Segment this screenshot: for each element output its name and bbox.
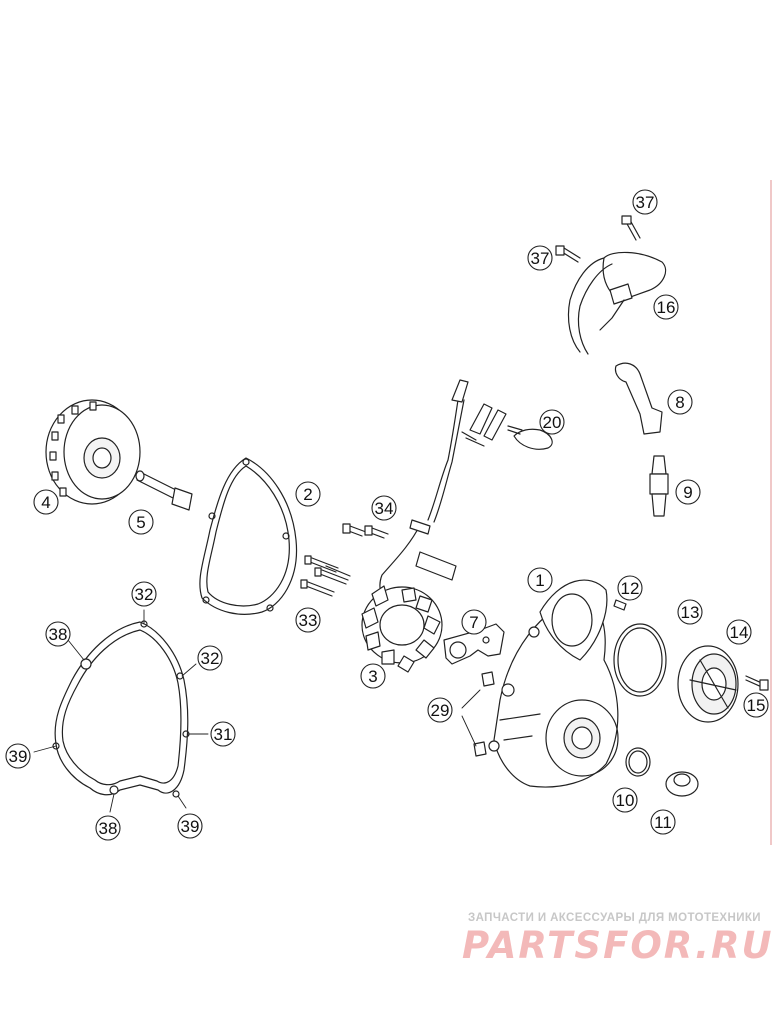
cover-screw xyxy=(745,675,769,691)
callout-2: 2 xyxy=(303,485,312,504)
flywheel-rotor xyxy=(45,399,141,505)
o-ring xyxy=(625,747,651,777)
callout-20: 20 xyxy=(543,413,562,432)
callout-12: 12 xyxy=(621,579,640,598)
callout-9: 9 xyxy=(683,483,692,502)
callout-29: 29 xyxy=(431,701,450,720)
callout-37-top: 37 xyxy=(636,193,655,212)
callout-34: 34 xyxy=(375,499,394,518)
cable-tie xyxy=(507,425,553,450)
callout-8: 8 xyxy=(675,393,684,412)
ignition-cover-gasket xyxy=(52,620,190,798)
coil-bolts xyxy=(555,215,641,263)
callout-15: 15 xyxy=(747,696,766,715)
stator-bolts xyxy=(342,523,389,539)
callout-31: 31 xyxy=(214,725,233,744)
watermark-logo: PARTSFOR.RU xyxy=(462,924,774,967)
cover-gasket-small xyxy=(613,623,667,697)
callout-37-left: 37 xyxy=(531,249,550,268)
callout-38-bottom: 38 xyxy=(99,819,118,838)
watermark-tagline: ЗАПЧАСТИ И АКСЕССУАРЫ ДЛЯ МОТОТЕХНИКИ xyxy=(468,912,761,924)
callout-32-top: 32 xyxy=(135,585,154,604)
callout-38-top: 38 xyxy=(49,625,68,644)
callout-3: 3 xyxy=(368,667,377,686)
callout-5: 5 xyxy=(136,513,145,532)
inspection-cover xyxy=(677,645,739,723)
spark-plug xyxy=(649,455,669,517)
callout-7: 7 xyxy=(469,613,478,632)
stator-screws xyxy=(300,555,351,597)
locating-pin xyxy=(613,599,627,611)
ignition-coil xyxy=(567,251,667,355)
leader-lines xyxy=(33,609,481,813)
callout-39-bottom: 39 xyxy=(181,817,200,836)
callout-33: 33 xyxy=(299,611,318,630)
callout-11: 11 xyxy=(654,813,672,832)
callout-32-right: 32 xyxy=(201,649,220,668)
ignition-cover xyxy=(488,579,619,788)
flywheel-bolt xyxy=(135,470,193,511)
screw-plug xyxy=(665,771,699,797)
callout-labels: 1 2 3 4 5 7 8 9 10 11 12 13 14 15 16 20 … xyxy=(9,193,766,838)
callout-circles xyxy=(5,189,769,841)
callout-4: 4 xyxy=(41,493,50,512)
stator-with-harness xyxy=(361,379,507,673)
page-edge-line xyxy=(770,180,772,845)
pickup-sensor-bracket xyxy=(443,623,505,665)
callout-1: 1 xyxy=(535,571,544,590)
callout-13: 13 xyxy=(681,603,700,622)
callout-14: 14 xyxy=(730,623,749,642)
spark-plug-cap xyxy=(614,362,663,435)
callout-16: 16 xyxy=(657,298,676,317)
callout-39-left: 39 xyxy=(9,747,28,766)
dowel-pins xyxy=(473,671,495,757)
callout-10: 10 xyxy=(616,791,635,810)
stator-cover-gasket xyxy=(199,457,298,615)
